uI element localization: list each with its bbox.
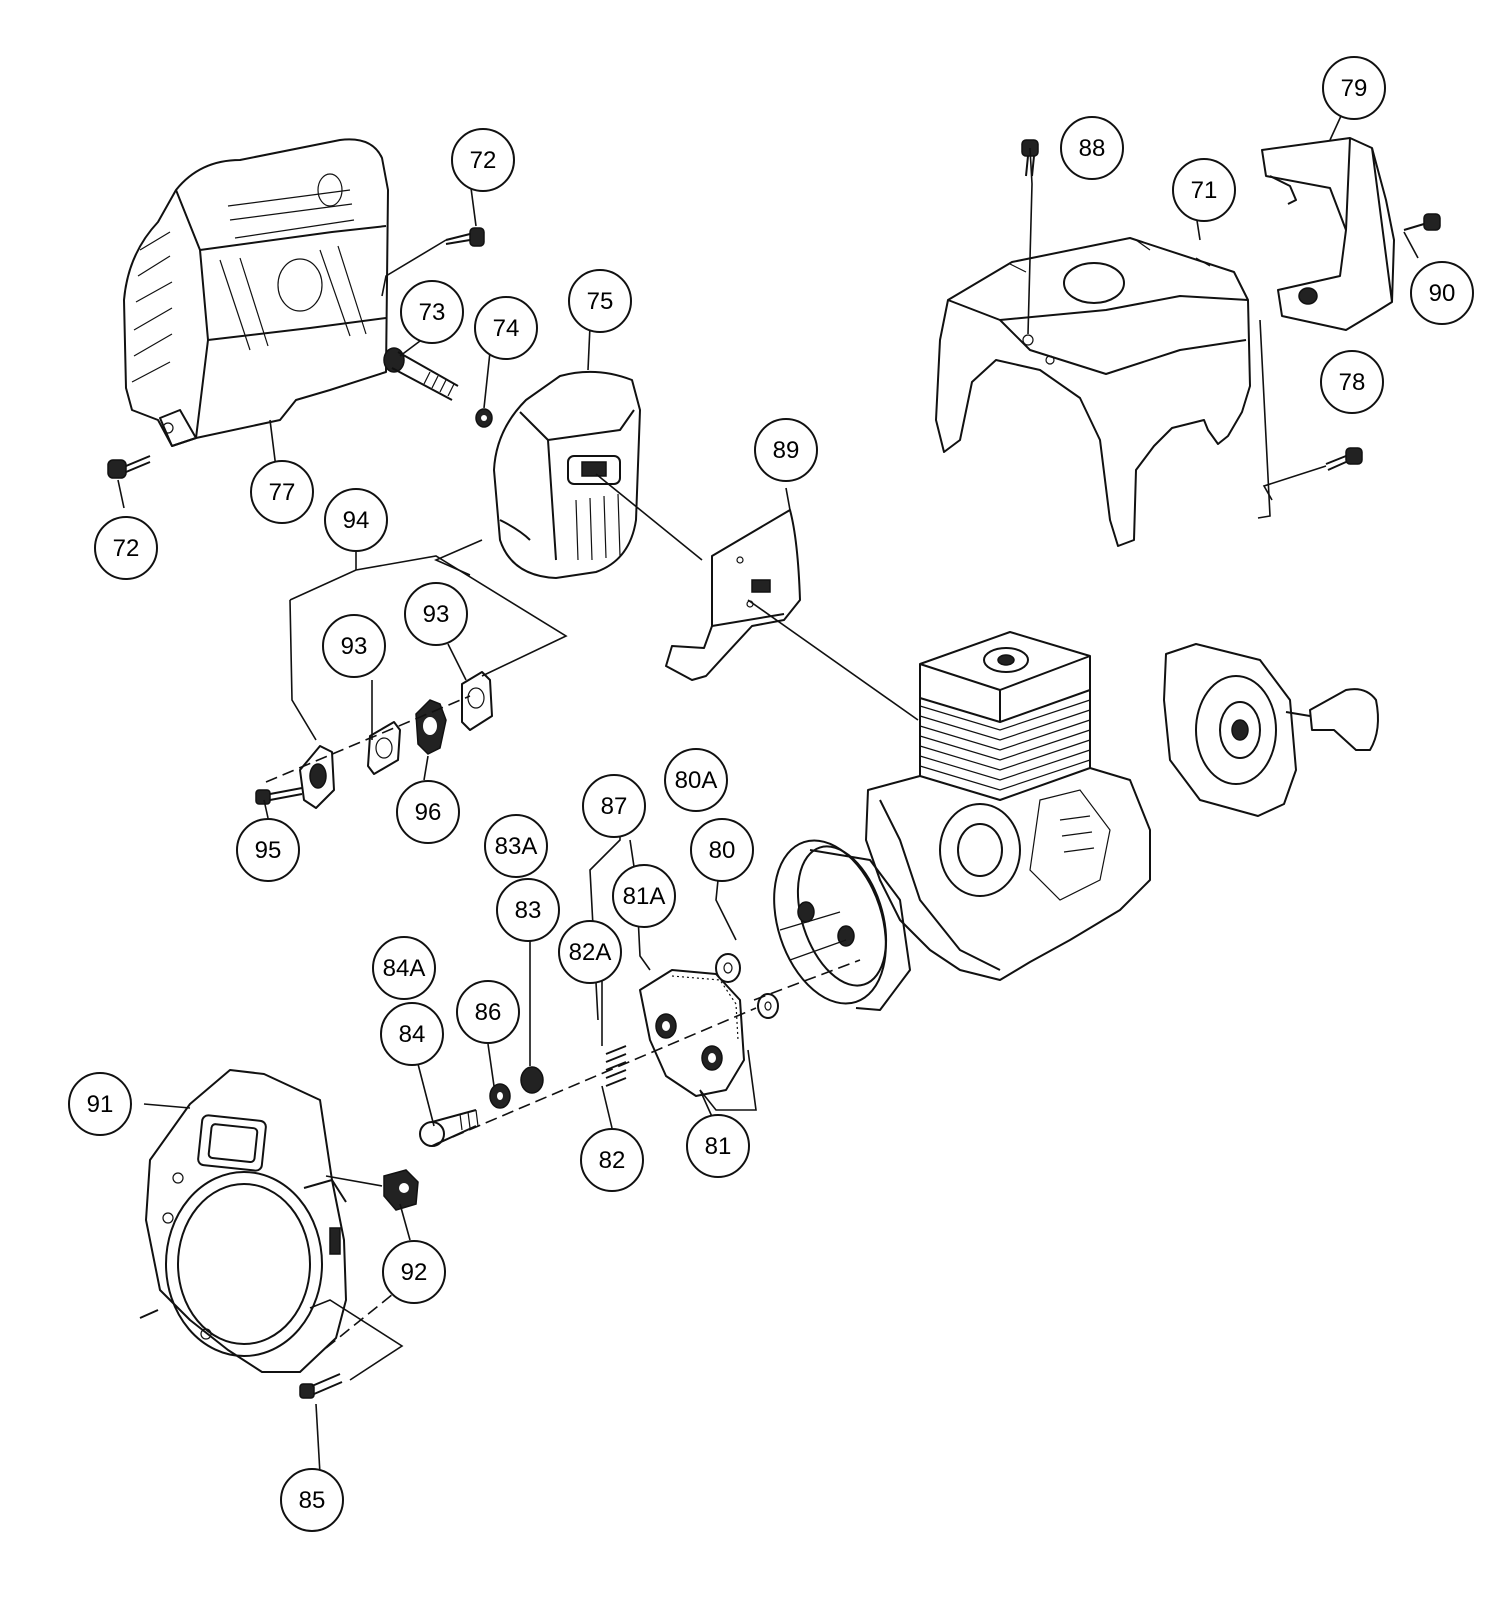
callout-label: 88 (1079, 135, 1106, 162)
part-washer-80a (715, 953, 741, 983)
callout-label: 83 (515, 897, 542, 924)
callout-90: 90 (1410, 261, 1474, 325)
callout-72-top: 72 (451, 128, 515, 192)
callout-label: 89 (773, 437, 800, 464)
part-spring-82 (605, 1045, 627, 1087)
part-bolt-73 (383, 347, 459, 401)
callout-86: 86 (456, 980, 520, 1044)
callout-81A: 81A (612, 864, 676, 928)
part-bolt-84 (419, 1109, 479, 1147)
callout-label: 83A (495, 833, 538, 860)
callout-75: 75 (568, 269, 632, 333)
callout-95: 95 (236, 818, 300, 882)
callout-87: 87 (582, 774, 646, 838)
callout-74: 74 (474, 296, 538, 360)
part-side-cover (1261, 137, 1395, 331)
callout-label: 84A (383, 955, 426, 982)
callout-label: 80A (675, 767, 718, 794)
part-heat-shield (665, 509, 801, 681)
callout-71: 71 (1172, 158, 1236, 222)
part-gasket-93-right (461, 671, 493, 731)
callout-94: 94 (324, 488, 388, 552)
callout-72-bottom: 72 (94, 516, 158, 580)
part-washer-74 (475, 408, 493, 428)
callout-80: 80 (690, 818, 754, 882)
callout-label: 72 (113, 535, 140, 562)
callout-label: 81 (705, 1133, 732, 1160)
part-washer-83 (520, 1066, 544, 1094)
callout-84A: 84A (372, 936, 436, 1000)
callout-89: 89 (754, 418, 818, 482)
part-exhaust-plate (299, 745, 335, 809)
part-muffler (493, 370, 641, 579)
callout-78: 78 (1320, 350, 1384, 414)
callout-82: 82 (580, 1128, 644, 1192)
callout-label: 96 (415, 799, 442, 826)
callout-83: 83 (496, 878, 560, 942)
part-muffler-cover (123, 138, 389, 447)
callout-label: 77 (269, 479, 296, 506)
leader-lines (117, 115, 1419, 1475)
part-engine-crankcase (865, 631, 1151, 981)
callout-73: 73 (400, 280, 464, 344)
callout-label: 75 (587, 288, 614, 315)
callout-label: 92 (401, 1259, 428, 1286)
callout-label: 82A (569, 939, 612, 966)
part-recoil-starter (1163, 643, 1379, 817)
callout-label: 95 (255, 837, 282, 864)
callout-label: 82 (599, 1147, 626, 1174)
callout-85: 85 (280, 1468, 344, 1532)
part-ignition-module (383, 1169, 419, 1211)
callout-label: 94 (343, 507, 370, 534)
part-washer-80 (757, 993, 779, 1019)
callout-label: 86 (475, 999, 502, 1026)
part-clutch-shoes (639, 969, 745, 1097)
callout-label: 85 (299, 1487, 326, 1514)
callout-label: 84 (399, 1021, 426, 1048)
callout-77: 77 (250, 460, 314, 524)
callout-82A: 82A (558, 920, 622, 984)
callout-label: 78 (1339, 369, 1366, 396)
part-clutch-drum (773, 839, 911, 1011)
callout-96: 96 (396, 780, 460, 844)
callout-label: 71 (1191, 177, 1218, 204)
callout-label: 93 (423, 601, 450, 628)
callout-92: 92 (382, 1240, 446, 1304)
callout-91: 91 (68, 1072, 132, 1136)
callout-93-right: 93 (404, 582, 468, 646)
part-bolt-85 (299, 1373, 343, 1399)
callout-label: 87 (601, 793, 628, 820)
callout-84: 84 (380, 1002, 444, 1066)
callout-label: 73 (419, 299, 446, 326)
callout-label: 91 (87, 1091, 114, 1118)
callout-88: 88 (1060, 116, 1124, 180)
part-spacer-96 (415, 699, 447, 755)
part-screw-72-lower (107, 455, 151, 479)
callout-label: 93 (341, 633, 368, 660)
part-bolt-95 (255, 787, 303, 805)
part-fan-cover (139, 1069, 347, 1373)
callout-label: 80 (709, 837, 736, 864)
part-screw-72-upper (445, 227, 485, 247)
callout-81: 81 (686, 1114, 750, 1178)
callout-80A: 80A (664, 748, 728, 812)
callout-label: 81A (623, 883, 666, 910)
part-screw-78 (1325, 447, 1363, 471)
callout-83A: 83A (484, 814, 548, 878)
callout-93-left: 93 (322, 614, 386, 678)
part-top-cover (935, 237, 1251, 547)
callout-label: 79 (1341, 75, 1368, 102)
callout-label: 74 (493, 315, 520, 342)
callout-label: 90 (1429, 280, 1456, 307)
part-screw-90 (1403, 213, 1441, 231)
part-washer-86 (489, 1083, 511, 1109)
callout-79: 79 (1322, 56, 1386, 120)
callout-label: 72 (470, 147, 497, 174)
